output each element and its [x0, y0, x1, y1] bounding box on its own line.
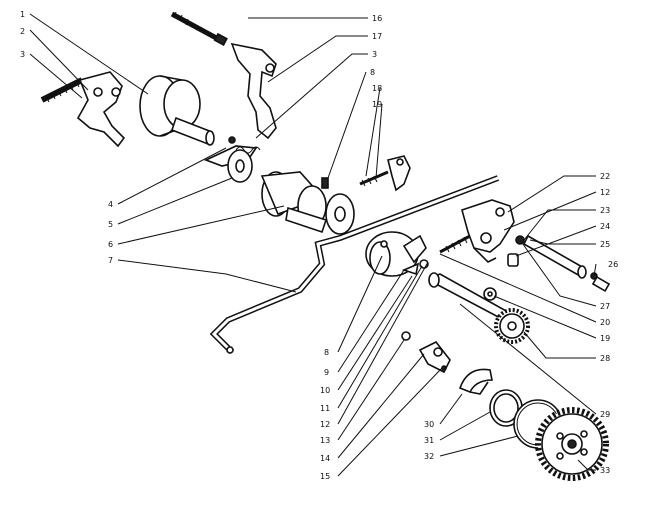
callout-8-bottom: 8: [324, 348, 329, 357]
callout-6: 6: [108, 240, 113, 249]
callout-4: 4: [108, 200, 113, 209]
callout-25: 25: [600, 240, 610, 249]
bushing-part: [227, 149, 253, 183]
cam-plate-part: [365, 231, 427, 277]
lever-arm-part: [230, 42, 277, 140]
small-gear-part: [494, 308, 530, 344]
callout-20: 20: [600, 318, 610, 327]
callout-26: 26: [608, 260, 618, 269]
clutch-shoe-part: [458, 368, 493, 395]
washer-part: [483, 287, 497, 301]
callout-14: 14: [320, 454, 330, 463]
large-gear-part: [535, 407, 609, 481]
bracket-part: [76, 71, 126, 148]
callout-1: 1: [20, 10, 25, 19]
callout-12-right: 12: [600, 188, 610, 197]
callout-12-bottom: 12: [320, 420, 330, 429]
callout-27: 27: [600, 302, 610, 311]
small-bolt-part: [590, 272, 611, 293]
callout-labels: 1 2 3 16 17 3 8 18 19 4 5 6 7 8 9 10 11 …: [20, 10, 618, 481]
callout-9: 9: [324, 368, 329, 377]
crankshaft-part: [260, 171, 355, 235]
callout-18: 18: [372, 84, 382, 93]
callout-30: 30: [424, 420, 434, 429]
callout-17: 17: [372, 32, 382, 41]
callout-28: 28: [600, 354, 610, 363]
drum-housing-part: [139, 75, 215, 146]
callout-11: 11: [320, 404, 330, 413]
callout-3-left: 3: [20, 50, 25, 59]
right-bracket-part: [461, 199, 515, 263]
callout-2: 2: [20, 27, 25, 36]
control-rod-part: [170, 11, 228, 46]
small-lever-part: [359, 155, 411, 192]
callout-33: 33: [600, 466, 610, 475]
callout-31: 31: [424, 436, 434, 445]
callout-15: 15: [320, 472, 330, 481]
small-nut-part: [507, 235, 525, 267]
callout-13: 13: [320, 436, 330, 445]
callout-22: 22: [600, 172, 610, 181]
callout-5: 5: [108, 220, 113, 229]
callout-19-top: 19: [372, 100, 382, 109]
small-spring-part: [321, 177, 329, 189]
callout-10: 10: [320, 386, 330, 395]
callout-29: 29: [600, 410, 610, 419]
callout-23: 23: [600, 206, 610, 215]
callout-19-bottom: 19: [600, 334, 610, 343]
threaded-rod-part: [40, 77, 84, 103]
leader-lines: [29, 13, 597, 477]
cam-small-parts: [401, 234, 471, 276]
callout-32: 32: [424, 452, 434, 461]
callout-8-top: 8: [370, 68, 375, 77]
long-pin-part: [522, 234, 587, 279]
callout-16: 16: [372, 14, 382, 23]
callout-7: 7: [108, 256, 113, 265]
pin-assembly-part: [401, 331, 451, 374]
callout-3-right: 3: [372, 50, 377, 59]
actuation-rod-part: [209, 175, 500, 355]
callout-24: 24: [600, 222, 610, 231]
long-shaft-part: [428, 272, 510, 322]
